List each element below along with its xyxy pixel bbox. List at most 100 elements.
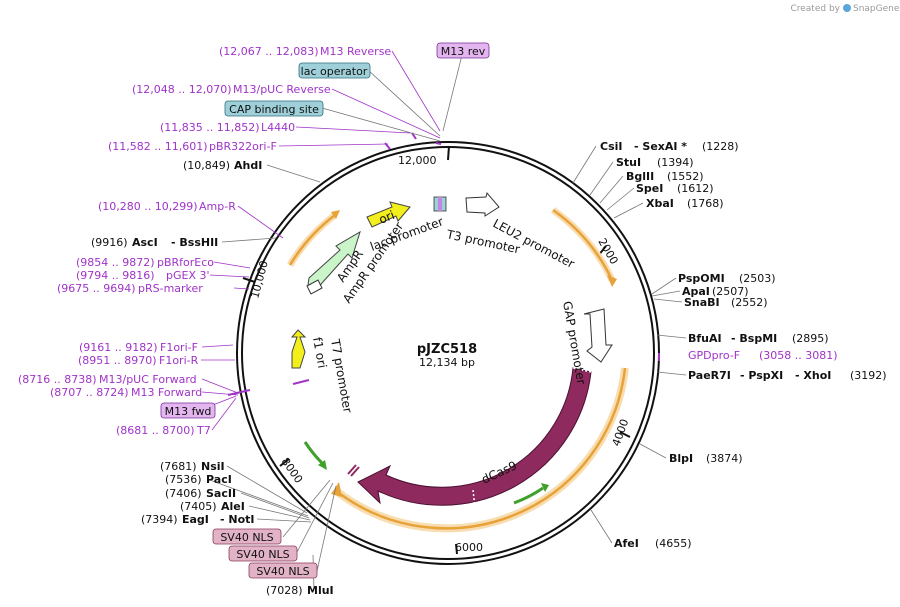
cap-binding-site-box: CAP binding site: [224, 100, 324, 117]
svg-text:CAP binding site: CAP binding site: [229, 103, 319, 116]
m13-rev-box: M13 rev: [436, 42, 490, 59]
pbr322ori-name: pBR322ori-F: [209, 140, 277, 153]
prs-marker-range: (9675 .. 9694): [57, 282, 136, 295]
paer7i-name: PaeR7I: [688, 369, 731, 382]
snapgene-logo-icon: [843, 4, 851, 12]
lac-operator-box: lac operator: [298, 62, 371, 79]
paer7i-name3: - XhoI: [795, 369, 831, 382]
xbai-pos: (1768): [687, 197, 724, 210]
svg-text:SV40 NLS: SV40 NLS: [256, 565, 309, 578]
gpdpro-name: GPDpro-F: [688, 349, 740, 362]
gap-promoter-feature: [583, 308, 613, 363]
right-orange-arc: [552, 208, 614, 281]
blpi-name: BlpI: [669, 452, 693, 465]
m13-puc-forward-range: (8716 .. 8738): [18, 373, 97, 386]
tick-label-10000: 10,000: [248, 259, 271, 300]
pbrforeco-range: (9854 .. 9872): [76, 256, 155, 269]
m13-puc-forward-name: M13/pUC Forward: [99, 373, 197, 386]
m13-reverse-range: (12,067 .. 12,083): [219, 45, 319, 58]
f1-ori-feature: [290, 329, 307, 369]
m13-fwd-box: M13 fwd: [160, 402, 216, 419]
spei-name: SpeI: [636, 182, 663, 195]
paer7i-name2: - PspXI: [740, 369, 783, 382]
tick-label-8000: 8000: [279, 455, 306, 485]
bottom-orange-arc: [334, 367, 627, 530]
bfuai-pos: (2895): [792, 332, 829, 345]
dcas9-break-2: [572, 367, 592, 373]
bfuai-name2: - BspMI: [731, 332, 777, 345]
left-orange-arc: [288, 214, 336, 266]
green-arrow-bottom: [513, 486, 544, 505]
pbrforeco-name: pBRforEco: [157, 256, 214, 269]
xbai-name: XbaI: [646, 197, 674, 210]
csii-name: CsiI: [600, 140, 622, 153]
asci-pos: (9916): [91, 236, 128, 249]
l4440-range: (11,835 .. 11,852): [160, 121, 260, 134]
credit-prefix: Created by: [790, 4, 840, 14]
green-arrowhead-bottom: [541, 483, 549, 492]
ahdi-pos: (10,849): [183, 159, 230, 172]
t7-range: (8681 .. 8700): [116, 424, 195, 437]
m13-reverse-name: M13 Reverse: [320, 45, 391, 58]
csii-name2: - SexAI *: [634, 140, 687, 153]
svg-text:SV40 NLS: SV40 NLS: [236, 548, 289, 561]
pspomi-pos: (2503): [739, 272, 776, 285]
f1ori-r-range: (8951 .. 8970): [78, 354, 157, 367]
stui-pos: (1394): [657, 156, 694, 169]
pbr322ori-range: (11,582 .. 11,601): [108, 140, 208, 153]
tick-label-6000: 6000: [455, 541, 483, 554]
paci-name: PacI: [206, 473, 232, 486]
eagi-name2: - NotI: [220, 513, 255, 526]
green-arrowhead-left: [318, 460, 327, 470]
t7-promoter-label: T7 promoter: [328, 337, 355, 414]
alei-name: AleI: [221, 500, 245, 513]
m13-puc-reverse-name: M13/pUC Reverse: [233, 83, 331, 96]
pgex3-name: pGEX 3': [166, 269, 210, 282]
t7-name: T7: [196, 424, 211, 437]
dcas9-feature: [357, 367, 592, 506]
tick-label-12000: 12,000: [398, 154, 437, 167]
afei-name: AfeI: [614, 537, 639, 550]
pspomi-name: PspOMI: [678, 272, 725, 285]
left-orange-arrowhead: [331, 210, 340, 219]
plasmid-size: 12,134 bp: [419, 356, 475, 369]
eagi-pos: (7394): [141, 513, 178, 526]
amp-r-range: (10,280 .. 10,299): [98, 200, 198, 213]
paer7i-pos: (3192): [850, 369, 887, 382]
spei-pos: (1612): [677, 182, 714, 195]
credit-brand: SnapGene: [853, 4, 900, 14]
plasmid-name: pJZC518: [417, 342, 477, 357]
right-orange-arrowhead: [607, 275, 617, 287]
sv40-nls-box-3: SV40 NLS: [248, 562, 318, 579]
bfuai-name: BfuAI: [688, 332, 722, 345]
green-arrow-left: [303, 441, 324, 465]
sv40-nls-box-1: SV40 NLS: [212, 528, 282, 545]
ahdi-name: AhdI: [234, 159, 262, 172]
m13-forward-name: M13 Forward: [131, 386, 202, 399]
afei-pos: (4655): [655, 537, 692, 550]
left-orange-halo: [287, 212, 338, 267]
m13-puc-reverse-range: (12,048 .. 12,070): [132, 83, 232, 96]
primer-marks: [227, 132, 660, 396]
m13-forward-range: (8707 .. 8724): [50, 386, 129, 399]
asci-name2: - BssHII: [171, 236, 218, 249]
f1ori-r-name: F1ori-R: [159, 354, 199, 367]
ori-feature: [366, 201, 411, 228]
f1ori-f-range: (9161 .. 9182): [79, 341, 158, 354]
svg-text:M13 fwd: M13 fwd: [165, 405, 212, 418]
f1ori-f-name: F1ori-F: [160, 341, 198, 354]
amp-r-name: Amp-R: [199, 200, 236, 213]
bottom-orange-arrowhead: [331, 482, 342, 497]
alei-pos: (7405): [180, 500, 217, 513]
dcas9-break-1: [472, 489, 476, 509]
mlui-name: MluI: [307, 584, 334, 597]
nsii-name: NsiI: [201, 460, 225, 473]
csii-pos: (1228): [702, 140, 739, 153]
gpdpro-range: (3058 .. 3081): [759, 349, 838, 362]
small-feature-stack-2: [438, 197, 442, 211]
sv40-nls-box-2: SV40 NLS: [228, 545, 298, 562]
paci-pos: (7536): [165, 473, 202, 486]
mlui-pos: (7028): [266, 584, 303, 597]
ampr-promoter-feature: [306, 279, 323, 295]
